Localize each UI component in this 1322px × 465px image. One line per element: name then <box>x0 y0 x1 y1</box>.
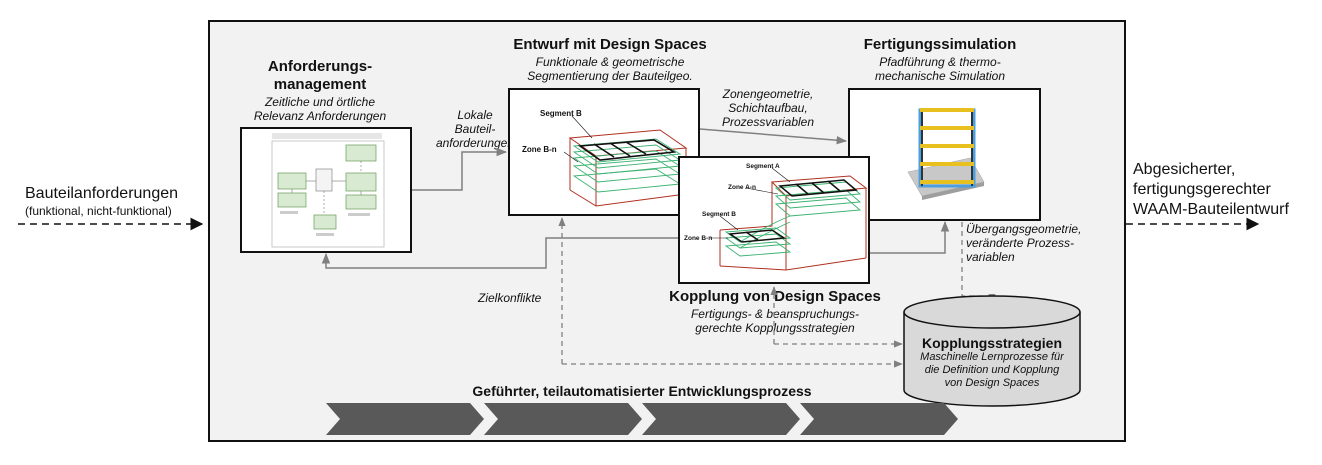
anforderung-title2: management <box>273 76 367 93</box>
output-line2: fertigungsgerechter <box>1133 181 1271 198</box>
kopplung-sub2: gerechte Kopplungsstrategien <box>695 321 855 335</box>
ueber-line3: variablen <box>966 250 1015 264</box>
fertigung-sub2: mechanische Simulation <box>874 69 1006 83</box>
process-chevrons <box>326 403 958 435</box>
db-sub2: die Definition und Kopplung <box>924 364 1060 376</box>
ueber-line1: Übergangsgeometrie, <box>966 222 1082 236</box>
kopplung-title: Kopplung von Design Spaces <box>669 288 881 305</box>
input-subtitle: (funktional, nicht-funktional) <box>25 204 172 218</box>
chevron-step-3 <box>642 403 800 435</box>
entwurf-sub1: Funktionale & geometrische <box>535 55 685 69</box>
anforderung-title1: Anforderungs- <box>267 58 373 75</box>
entwurf-panel: Segment B Zone B-n <box>508 88 700 216</box>
db-sub3: von Design Spaces <box>944 377 1040 389</box>
zielkonflikte-label: Zielkonflikte <box>478 291 542 305</box>
chevron-step-4 <box>800 403 958 435</box>
fertigung-title: Fertigungssimulation <box>863 36 1017 53</box>
db-title: Kopplungsstrategien <box>921 335 1062 351</box>
zone-b2-label: Zone B-n <box>684 235 712 242</box>
ueber-line2: veränderte Prozess- <box>966 236 1075 250</box>
zone-a-label: Zone A-n <box>728 184 756 191</box>
lokale-line1: Lokale <box>457 108 493 122</box>
output-line3: WAAM-Bauteilentwurf <box>1133 201 1289 218</box>
anforderung-sub1: Zeitliche und örtliche <box>264 95 376 109</box>
flow-kopplung-fertigung <box>870 220 950 254</box>
zonen-line1: Zonengeometrie, <box>722 87 814 101</box>
flow-zielkonflikte <box>321 237 678 269</box>
zone-b-label: Zone B-n <box>522 145 557 154</box>
segment-b-image: Segment B Zone B-n <box>522 109 688 207</box>
zonen-line2: Schichtaufbau, <box>728 101 808 115</box>
segment-a-label: Segment A <box>746 163 780 170</box>
segment-a-b-image: Segment A Zone A-n Segment B Zone B-n <box>684 163 868 271</box>
flow-anforderung-entwurf <box>412 147 508 191</box>
output-line1: Abgesicherter, <box>1133 161 1236 178</box>
uml-diagram-image <box>242 129 410 251</box>
segment-b2-label: Segment B <box>702 211 736 218</box>
chevron-step-2 <box>484 403 642 435</box>
fertigung-sub1: Pfadführung & thermo- <box>879 55 1001 69</box>
lokale-line2: Bauteil- <box>454 122 496 136</box>
kopplung-sub1: Fertigungs- & beanspruchungs- <box>690 307 860 321</box>
flow-entwurf-fertigung <box>699 128 848 145</box>
dash-fertigung-db <box>961 222 996 303</box>
db-sub1: Maschinelle Lernprozesse für <box>920 351 1064 363</box>
fertigung-panel <box>848 88 1041 221</box>
db-cylinder <box>903 295 1081 407</box>
anforderung-panel <box>240 127 412 253</box>
zonen-line3: Prozessvariablen <box>721 115 815 129</box>
kopplung-panel: Segment A Zone A-n Segment B Zone B-n <box>678 156 870 284</box>
process-title: Geführter, teilautomatisierter Entwicklu… <box>472 383 812 399</box>
chevron-step-1 <box>326 403 484 435</box>
anforderung-sub2: Relevanz Anforderungen <box>253 109 387 123</box>
simulation-image <box>907 108 985 200</box>
segment-b-label: Segment B <box>540 109 582 118</box>
entwurf-sub2: Segmentierung der Bauteilgeo. <box>527 69 693 83</box>
lokale-line3: anforderungen <box>435 136 515 150</box>
input-title: Bauteilanforderungen <box>25 185 179 202</box>
entwurf-title: Entwurf mit Design Spaces <box>513 36 707 53</box>
